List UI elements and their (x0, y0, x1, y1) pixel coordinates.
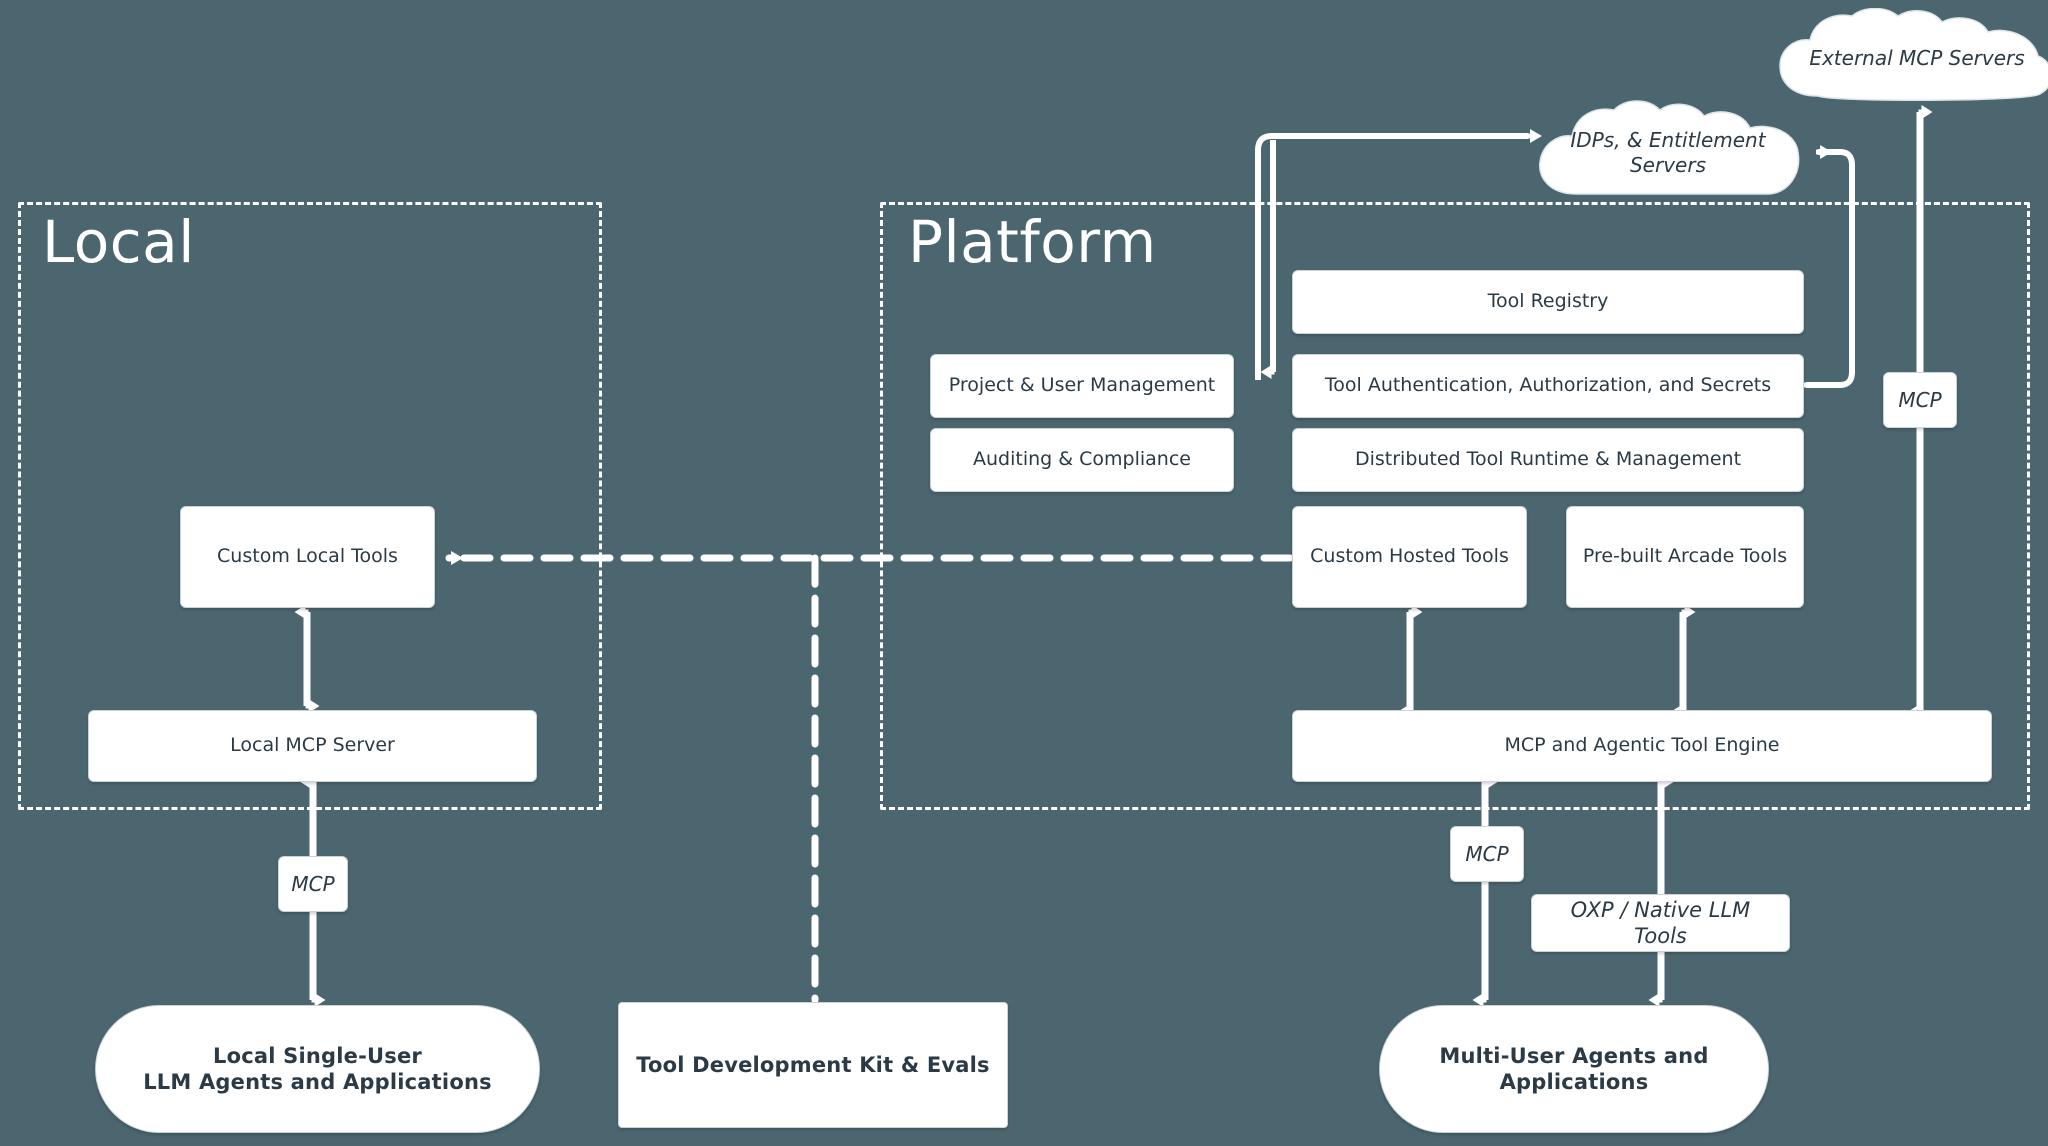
node-tool-authentication[interactable]: Tool Authentication, Authorization, and … (1292, 354, 1804, 418)
cloud-idps-entitlement-servers-label: IDPs, & Entitlement Servers (1570, 128, 1766, 177)
node-distributed-tool-runtime[interactable]: Distributed Tool Runtime & Management (1292, 428, 1804, 492)
connector-project-mgmt-to-idps (1255, 129, 1542, 380)
connector-tool-auth-to-idps (1792, 145, 1855, 392)
label-mcp-agents: MCP (1450, 826, 1524, 882)
node-custom-hosted-tools[interactable]: Custom Hosted Tools (1292, 506, 1527, 608)
node-project-user-management[interactable]: Project & User Management (930, 354, 1234, 418)
node-local-mcp-server[interactable]: Local MCP Server (88, 710, 537, 782)
node-prebuilt-arcade-tools[interactable]: Pre-built Arcade Tools (1566, 506, 1804, 608)
node-tool-development-kit[interactable]: Tool Development Kit & Evals (618, 1002, 1008, 1128)
cloud-external-mcp-servers-label: External MCP Servers (1809, 45, 2025, 70)
cloud-shape-idps (1539, 100, 1800, 195)
cloud-shape-external (1779, 8, 2048, 102)
cloud-external-mcp-servers: External MCP Servers (1772, 8, 2048, 108)
node-multi-user-agents[interactable]: Multi-User Agents and Applications (1379, 1005, 1769, 1133)
node-custom-local-tools[interactable]: Custom Local Tools (180, 506, 435, 608)
label-mcp-external: MCP (1883, 372, 1957, 428)
local-agents-line-2: LLM Agents and Applications (143, 1070, 492, 1094)
multi-user-agents-line-2: Applications (1499, 1070, 1649, 1094)
node-oxp-native-llm-tools[interactable]: OXP / Native LLM Tools (1531, 894, 1790, 952)
cloud-idps-entitlement-servers: IDPs, & Entitlement Servers (1532, 100, 1804, 206)
label-mcp-local: MCP (278, 856, 348, 912)
zone-platform-title: Platform (908, 208, 1157, 276)
zone-local-title: Local (42, 208, 195, 276)
node-auditing-compliance[interactable]: Auditing & Compliance (930, 428, 1234, 492)
node-mcp-agentic-tool-engine[interactable]: MCP and Agentic Tool Engine (1292, 710, 1992, 782)
local-agents-line-1: Local Single-User (213, 1043, 422, 1068)
node-local-single-user-agents[interactable]: Local Single-User LLM Agents and Applica… (95, 1005, 540, 1133)
multi-user-agents-line-1: Multi-User Agents and (1439, 1043, 1709, 1068)
node-tool-registry[interactable]: Tool Registry (1292, 270, 1804, 334)
